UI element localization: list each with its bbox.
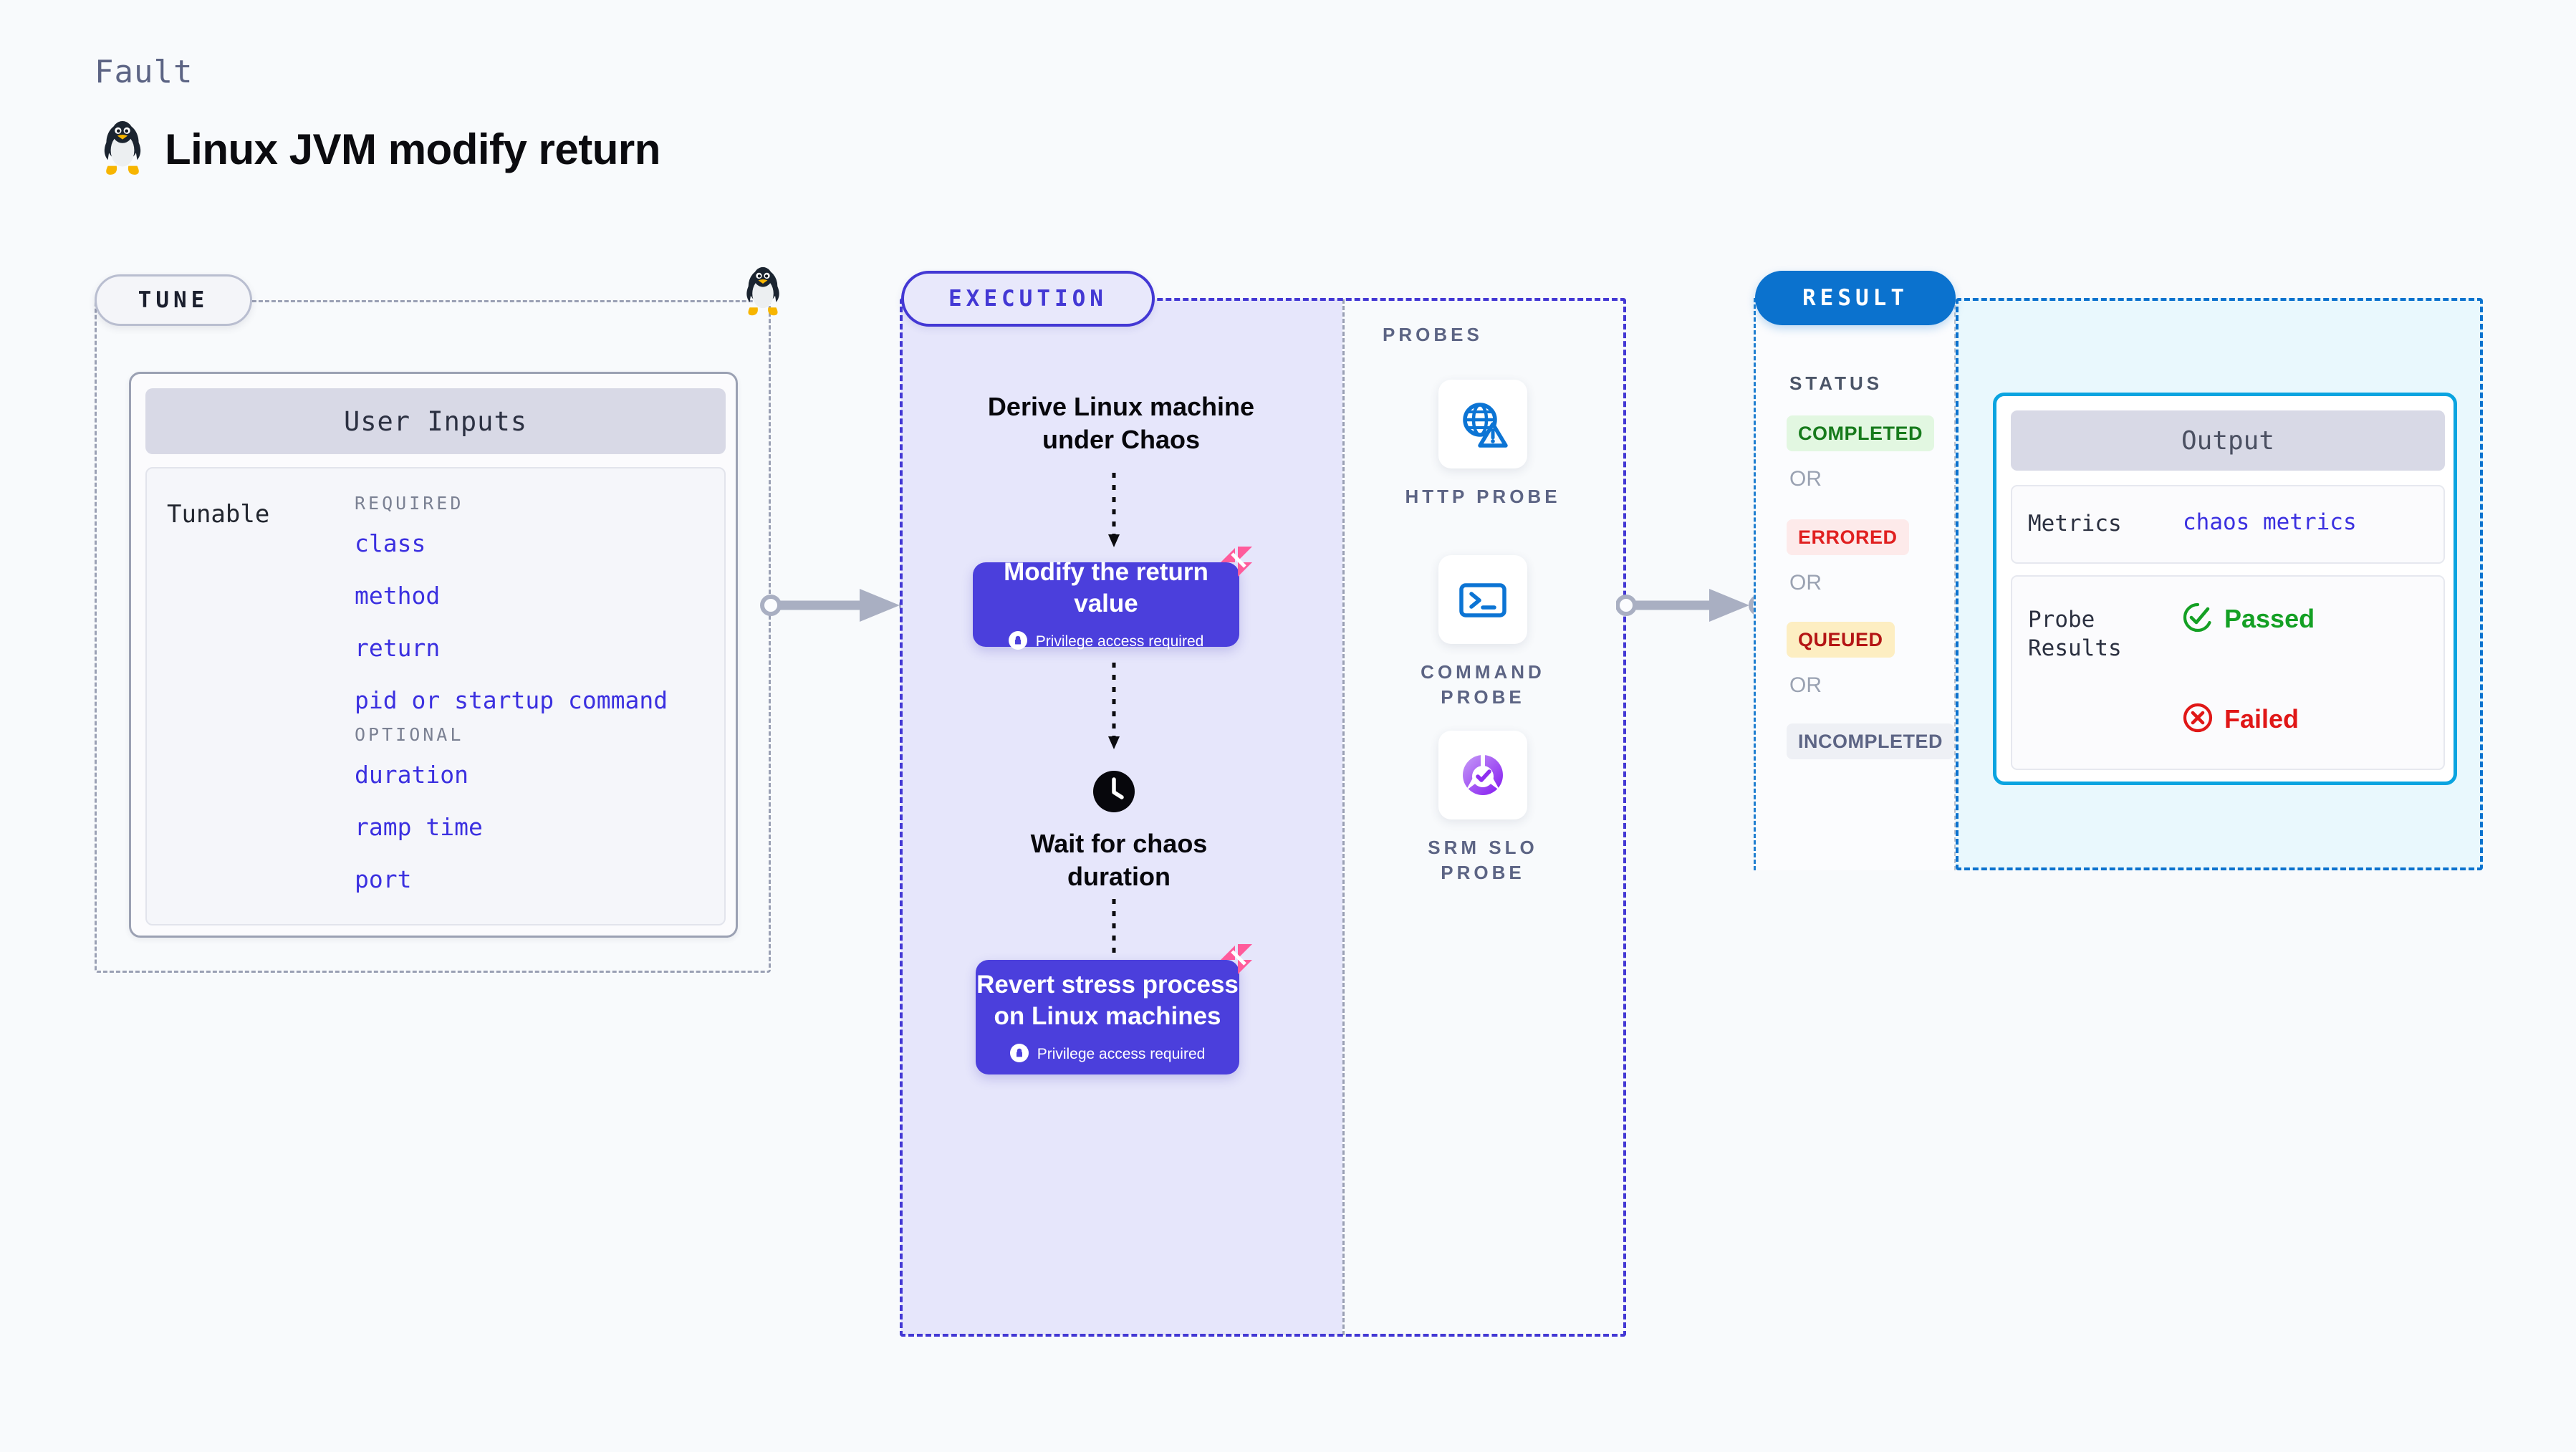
privilege-note: Privilege access required [1009,1044,1206,1065]
globe-warning-icon [1438,380,1527,468]
tunable-params: REQUIRED class method return pid or star… [355,493,713,918]
execution-pill[interactable]: EXECUTION [901,271,1155,327]
execution-step-derive-linux-machine: Derive Linux machine under Chaos [987,392,1255,455]
result-pill[interactable]: RESULT [1755,271,1956,325]
param-class[interactable]: class [355,529,426,557]
probe-result-failed-label: Failed [2224,704,2299,734]
check-circle-icon [2183,602,2213,635]
output-card-header: Output [2011,410,2445,471]
status-title: STATUS [1789,372,1883,394]
harness-logo-icon [1216,941,1255,983]
page-title: Linux JVM modify return [165,125,660,173]
x-circle-icon [2183,703,2213,736]
execution-card-revert-stress-process[interactable]: Revert stress process on Linux machines … [976,944,1252,1074]
group-label-optional: OPTIONAL [355,724,464,745]
execution-probes-container [900,298,1626,1337]
probe-label: COMMAND PROBE [1421,661,1545,708]
user-inputs-card: User Inputs Tunable REQUIRED class metho… [129,372,738,938]
lock-icon [1008,631,1027,653]
privilege-note-text: Privilege access required [1037,1046,1206,1063]
output-probe-results-row [2011,575,2445,770]
result-status-column [1754,298,1956,870]
user-inputs-body: Tunable REQUIRED class method return pid… [145,467,726,925]
page-title-row: Linux JVM modify return [99,120,660,178]
param-duration[interactable]: duration [355,761,468,789]
tux-penguin-icon [99,120,146,178]
privilege-note: Privilege access required [1008,631,1204,653]
param-return[interactable]: return [355,634,441,662]
execution-card-modify-return-value[interactable]: Modify the return value Privilege access… [973,547,1252,650]
output-metrics-value[interactable]: chaos metrics [2183,509,2357,535]
or-label: OR [1789,673,1822,697]
clock-icon [1092,770,1135,816]
probe-item-srm-slo[interactable]: SRM SLO PROBE [1390,731,1576,886]
tune-container [95,300,771,973]
tunable-row-label: Tunable [167,500,270,529]
tune-pill[interactable]: TUNE [95,274,252,326]
arrow-step1-to-step2 [1108,473,1120,547]
probe-item-http[interactable]: HTTP PROBE [1390,380,1576,509]
or-label: OR [1789,467,1822,491]
lock-icon [1009,1044,1029,1065]
status-badge-completed: COMPLETED [1787,415,1935,451]
probe-result-passed-label: Passed [2224,604,2315,633]
probe-item-command[interactable]: COMMAND PROBE [1390,555,1576,711]
output-metrics-key: Metrics [2028,511,2122,537]
probe-label: SRM SLO PROBE [1428,837,1538,884]
page-eyebrow: Fault [95,54,193,90]
probe-result-failed: Failed [2183,703,2299,736]
execution-panel-background [901,299,1342,1335]
param-pid-or-startup-command[interactable]: pid or startup command [355,686,668,714]
connector-execution-to-result [1616,589,1770,622]
execution-card-title: Modify the return value [1004,557,1208,617]
probe-result-passed: Passed [2183,602,2315,635]
status-badge-queued: QUEUED [1787,622,1895,658]
output-card: Output Metrics chaos metrics Probe Resul… [1993,393,2457,785]
arrow-step2-to-wait [1108,663,1120,749]
user-inputs-header: User Inputs [145,388,726,454]
output-probe-results-key: Probe Results [2028,607,2122,662]
execution-step-wait-for-chaos-duration: Wait for chaos duration [1030,829,1208,892]
probe-label: HTTP PROBE [1405,486,1561,507]
execution-card-title: Revert stress process on Linux machines [976,970,1239,1030]
tux-penguin-icon [741,266,784,321]
or-label: OR [1789,571,1822,595]
param-port[interactable]: port [355,865,412,893]
group-label-required: REQUIRED [355,493,464,514]
slo-donut-check-icon [1438,731,1527,819]
harness-logo-icon [1216,544,1255,585]
terminal-prompt-icon [1438,555,1527,644]
privilege-note-text: Privilege access required [1035,633,1204,650]
status-badge-incompleted: INCOMPLETED [1787,723,1955,759]
param-method[interactable]: method [355,582,441,610]
status-badge-errored: ERRORED [1787,519,1909,555]
param-ramp-time[interactable]: ramp time [355,813,483,841]
probes-title: PROBES [1383,324,1483,345]
output-metrics-row [2011,485,2445,564]
